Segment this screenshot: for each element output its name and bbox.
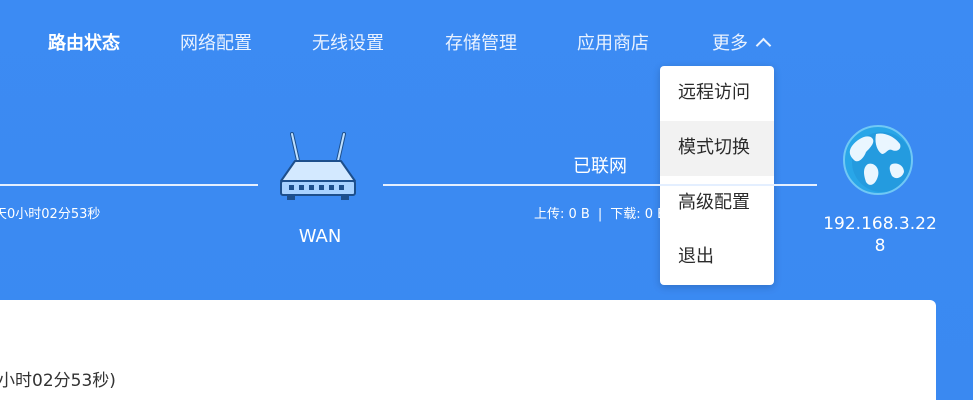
connection-line-left — [0, 184, 258, 186]
nav-item-router-status[interactable]: 路由状态 — [48, 33, 120, 54]
menu-item-mode-switch[interactable]: 模式切换 — [660, 120, 774, 176]
traffic-stats: 上传: 0 B | 下载: 0 B — [534, 203, 666, 222]
panel-uptime-text: 小时02分53秒) — [0, 371, 116, 391]
router-icon — [275, 131, 365, 206]
nav-more-label: 更多 — [712, 33, 748, 54]
connection-status: 已联网 — [573, 156, 627, 177]
uptime-text: 天0小时02分53秒 — [0, 207, 101, 222]
chevron-up-icon — [755, 37, 772, 54]
nav-item-app-store[interactable]: 应用商店 — [577, 33, 649, 54]
traffic-separator: | — [597, 207, 603, 222]
menu-item-remote-access[interactable]: 远程访问 — [678, 82, 750, 103]
download-stat: 下载: 0 B — [610, 207, 667, 222]
upload-stat: 上传: 0 B — [534, 207, 590, 222]
ip-address: 192.168.3.228 — [823, 214, 937, 256]
nav-item-more[interactable]: 更多 — [712, 26, 772, 62]
nav-item-wireless-settings[interactable]: 无线设置 — [312, 33, 384, 54]
nav-item-network-config[interactable]: 网络配置 — [180, 33, 252, 54]
connection-line-right — [383, 184, 817, 186]
globe-icon — [842, 124, 916, 196]
status-panel — [0, 300, 936, 400]
menu-item-advanced-config[interactable]: 高级配置 — [678, 191, 750, 213]
more-dropdown-menu: 远程访问 模式切换 高级配置 退出 — [660, 66, 774, 285]
nav-item-storage[interactable]: 存储管理 — [445, 33, 517, 54]
wan-label: WAN — [298, 226, 342, 247]
top-nav: 路由状态 网络配置 无线设置 存储管理 应用商店 更多 — [0, 26, 973, 62]
menu-item-logout[interactable]: 退出 — [678, 246, 714, 268]
